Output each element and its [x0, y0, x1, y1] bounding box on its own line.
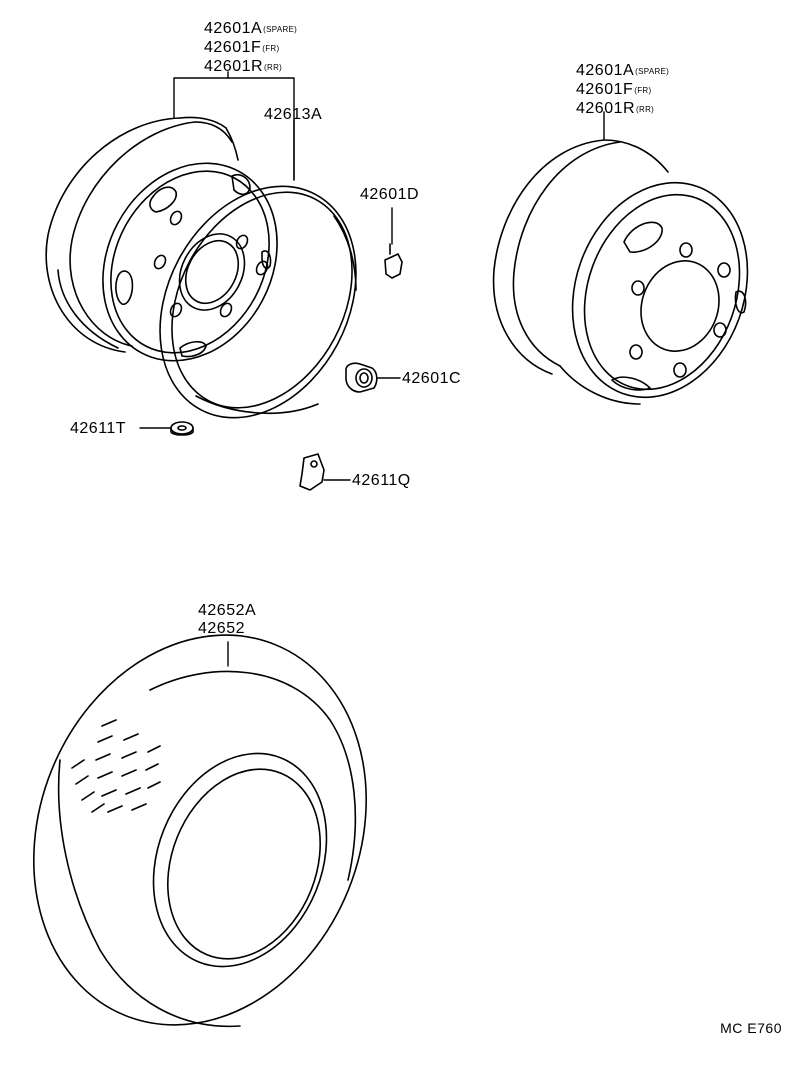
- part-label: 42652: [198, 620, 245, 637]
- label-bracket: 42611Q: [352, 472, 411, 489]
- washer-part: [170, 421, 194, 436]
- label-rim-right: 42601A(SPARE) 42601F(FR) 42601R(RR): [576, 62, 669, 119]
- left-wheel-rim: [45, 116, 278, 362]
- tire: [33, 634, 367, 1028]
- label-nut: 42601C: [402, 370, 462, 387]
- bracket-part: [299, 453, 325, 491]
- leader-lines: [139, 71, 605, 667]
- part-label: 42601F(FR): [576, 81, 652, 98]
- part-label: 42652A: [198, 602, 257, 619]
- clip-part: [384, 243, 403, 279]
- label-washer: 42611T: [70, 420, 127, 437]
- label-tire: 42652A 42652: [198, 602, 256, 638]
- part-label: 42601F(FR): [204, 39, 280, 56]
- label-side-ring: 42613A: [264, 106, 323, 123]
- label-rim-left: 42601A(SPARE) 42601F(FR) 42601R(RR): [204, 20, 297, 77]
- right-wheel-rim: [492, 139, 749, 405]
- side-ring: [159, 185, 357, 419]
- part-label: 42601R(RR): [576, 100, 655, 117]
- diagram-code: MC E760: [720, 1020, 782, 1036]
- part-label: 42601R(RR): [204, 58, 283, 75]
- label-clip: 42601D: [360, 186, 420, 203]
- part-label: 42601A(SPARE): [576, 62, 670, 79]
- nut-part: [345, 362, 378, 393]
- part-label: 42601A(SPARE): [204, 20, 298, 37]
